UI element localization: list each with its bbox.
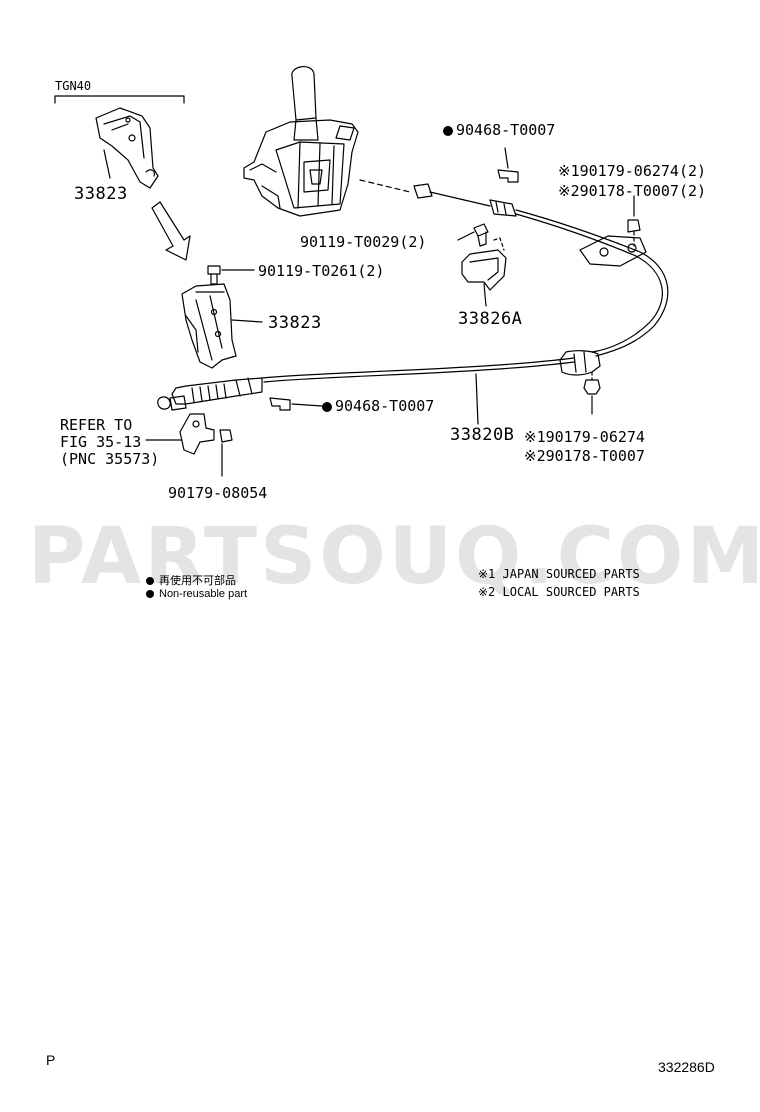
cable-33820B [261,209,669,383]
local-mark: ※2 [524,447,546,465]
cable-mount-upper [579,195,647,267]
refer-note-line-2: FIG 35-13 [60,433,142,451]
label-90179-06274[interactable]: ※190179-06274 [524,428,645,446]
bolt-90119-T0261-icon [207,265,255,285]
dashed-connector [359,179,411,193]
leader-33823-lower [231,319,263,323]
leader-33820B [475,373,479,425]
label-90119-T0261[interactable]: 90119-T0261(2) [258,262,385,280]
clip-90468-lower-icon [269,397,323,411]
label-90119-T0029[interactable]: 90119-T0029(2) [300,233,427,251]
legend-dot-icon [146,590,154,599]
shift-lever-assembly [243,66,359,217]
japan-mark: ※1 [524,428,546,446]
nut-90179-08054-icon [219,429,233,443]
local-mark: ※2 [558,182,580,200]
label-90178-T0007[interactable]: ※290178-T0007 [524,447,645,465]
japan-mark: ※1 [558,162,580,180]
arrow-down-icon [151,201,191,261]
label-90178-T0007-2[interactable]: ※290178-T0007(2) [558,182,707,200]
non-reusable-dot-icon [322,401,332,412]
cable-lower-end [157,377,263,411]
refer-note-line-1: REFER TO [60,416,133,434]
retainer-33826A [461,237,507,307]
cable-upper-end [413,183,517,217]
legend-japan-sourced: ※1 JAPAN SOURCED PARTS [478,567,640,581]
legend-non-reusable-jp: 再使用不可部品 [146,572,236,588]
label-33820B[interactable]: 33820B [450,425,515,445]
label-33823-upper[interactable]: 33823 [74,184,128,204]
bracket-33823-upper [95,107,159,189]
bolt-90119-T0029-icon [457,223,489,247]
leader-33823-upper [103,149,111,179]
label-90179-08054[interactable]: 90179-08054 [168,484,268,502]
refer-note-line-3: (PNC 35573) [60,450,160,468]
watermark: PARTSOUQ.COM [28,512,760,602]
footer-page-marker: P [46,1052,56,1068]
bracket-33823-lower [181,283,263,369]
clip-90468-upper-icon [497,147,519,183]
legend-non-reusable-en: Non-reusable part [146,588,247,600]
nut-lower-right-icon [583,371,601,415]
legend-dot-icon [146,577,154,585]
label-90468-upper[interactable]: 90468-T0007 [443,121,555,139]
label-90179-06274-2[interactable]: ※190179-06274(2) [558,162,707,180]
cable-clamp-bracket [145,413,233,477]
label-33826A[interactable]: 33826A [458,309,523,329]
refer-note[interactable]: REFER TO FIG 35-13 (PNC 35573) [60,417,159,468]
non-reusable-dot-icon [443,125,453,136]
legend-local-sourced: ※2 LOCAL SOURCED PARTS [478,585,640,599]
tgn40-bracket-line [54,95,185,104]
label-90468-lower[interactable]: 90468-T0007 [322,397,434,415]
group-label-tgn40: TGN40 [55,79,92,93]
footer-figure-code: 332286D [658,1059,715,1075]
label-33823-lower[interactable]: 33823 [268,313,322,333]
